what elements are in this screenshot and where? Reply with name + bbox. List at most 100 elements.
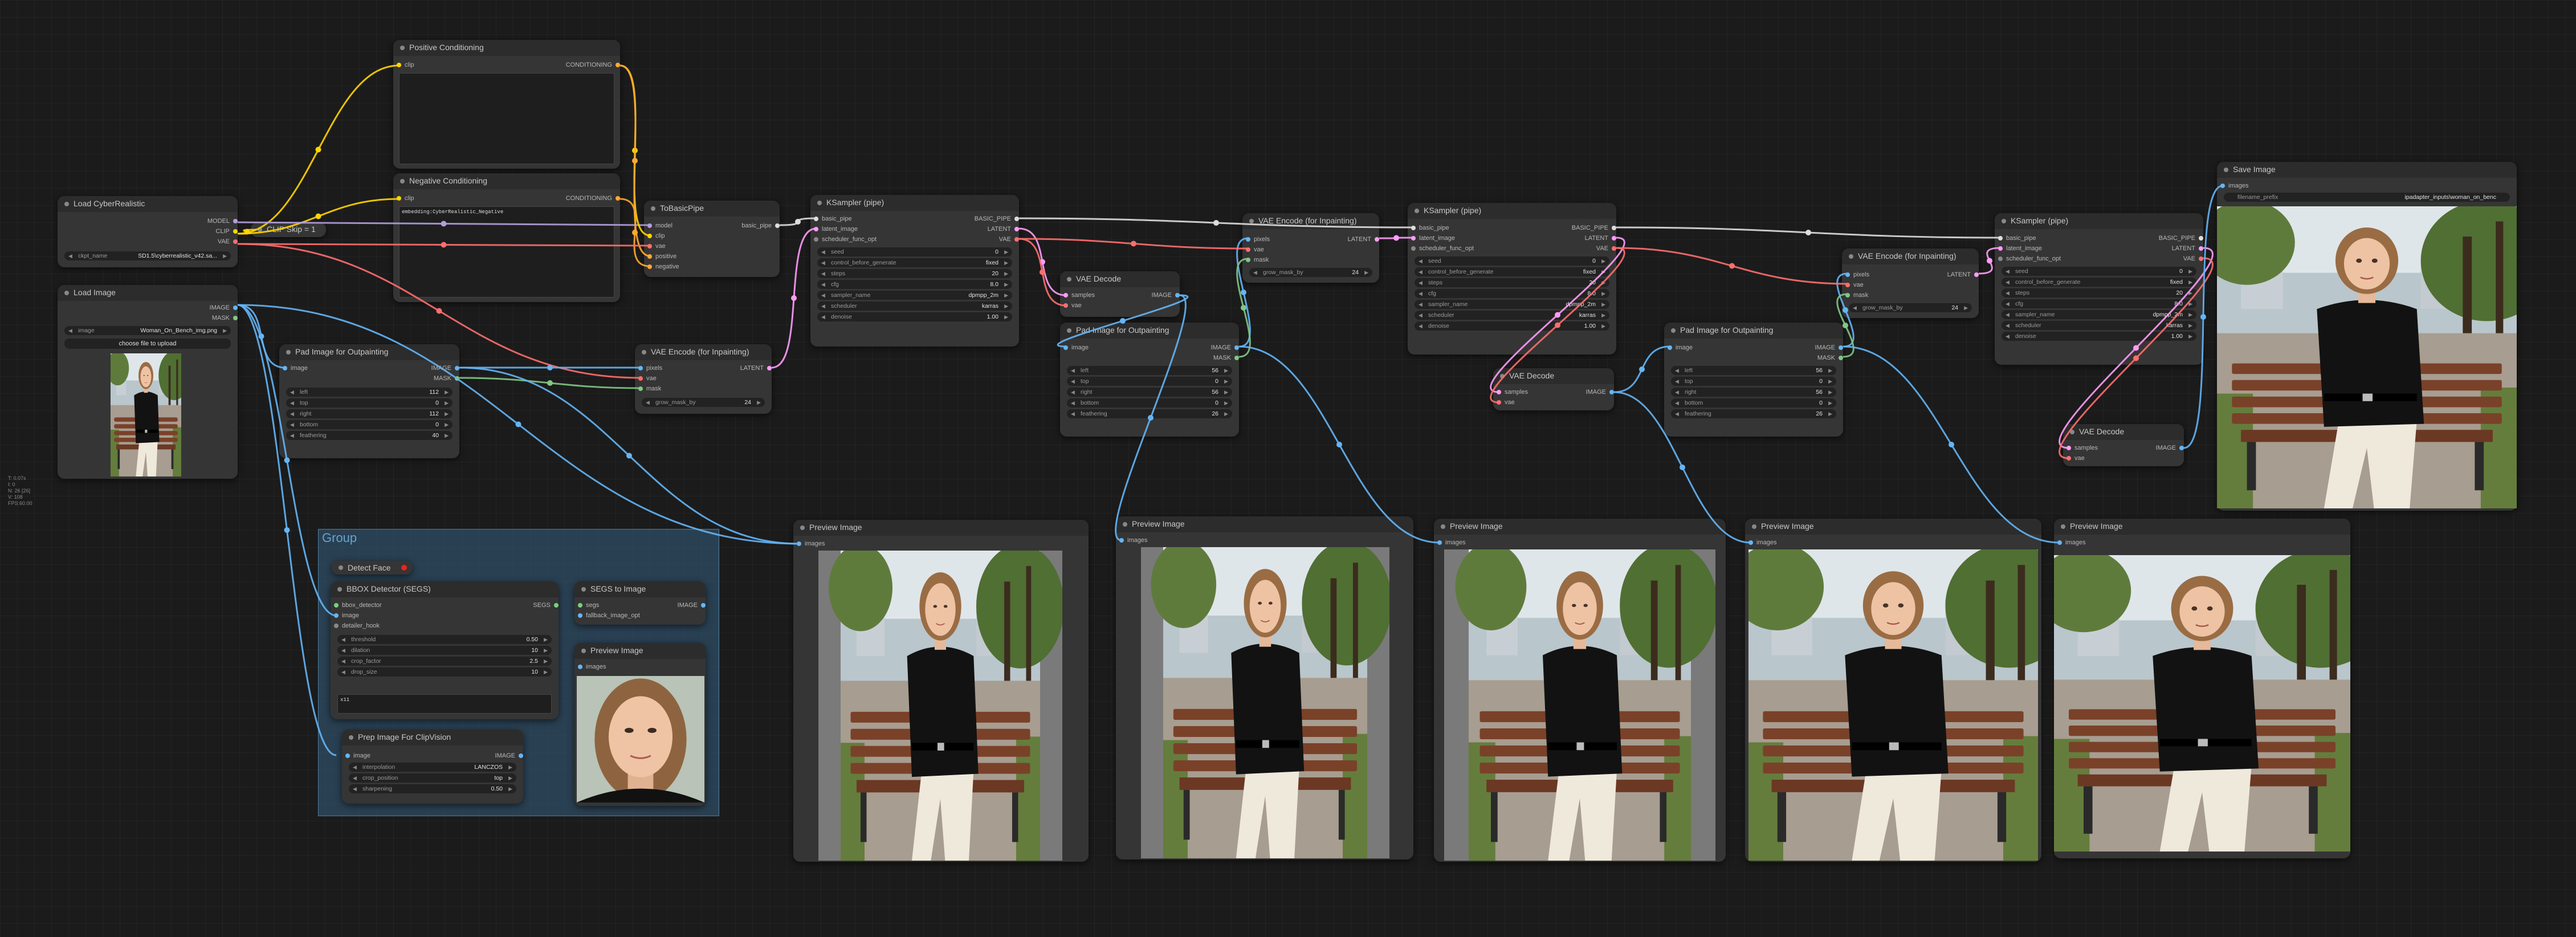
collapse-dot[interactable] xyxy=(2224,168,2228,172)
collapse-dot[interactable] xyxy=(339,565,343,570)
pad-image-node-1[interactable]: Pad Image for Outpainting image IMAGE MA… xyxy=(279,344,460,458)
output-image[interactable]: IMAGE xyxy=(495,752,524,759)
collapse-dot[interactable] xyxy=(817,201,822,205)
output-mask[interactable]: MASK xyxy=(1817,355,1844,361)
input-latent-image[interactable]: latent_image xyxy=(1411,235,1455,242)
output-conditioning[interactable]: CONDITIONING xyxy=(566,195,621,202)
output-image[interactable]: IMAGE xyxy=(1211,344,1240,351)
input-samples[interactable]: samples xyxy=(2066,445,2098,451)
vae-encode-inpaint-node-2[interactable]: VAE Encode (for Inpainting) pixels vae m… xyxy=(1242,213,1380,283)
collapse-dot[interactable] xyxy=(651,206,655,211)
collapse-dot[interactable] xyxy=(286,350,291,355)
prep-image-clipvision-node[interactable]: Prep Image For ClipVision image IMAGE in… xyxy=(342,730,524,804)
collapse-dot[interactable] xyxy=(1752,524,1756,529)
vae-encode-inpaint-node-3[interactable]: VAE Encode (for Inpainting) pixels vae m… xyxy=(1842,248,1979,318)
input-clip[interactable]: clip xyxy=(397,62,414,68)
ksampler-pipe-node-2[interactable]: KSampler (pipe) basic_pipe latent_image … xyxy=(1408,203,1617,355)
output-image[interactable]: IMAGE xyxy=(678,602,706,609)
output-latent[interactable]: LATENT xyxy=(1348,236,1380,243)
negative-prompt-textarea[interactable]: embedding:CyberRealistic_Negative xyxy=(399,206,614,298)
upload-button[interactable]: choose file to upload xyxy=(64,339,231,349)
input-images[interactable]: images xyxy=(797,540,825,547)
preview-image-face-node[interactable]: Preview Image images xyxy=(574,643,706,806)
input-latent-image[interactable]: latent_image xyxy=(1998,245,2042,252)
vae-encode-inpaint-node-1[interactable]: VAE Encode (for Inpainting) pixels vae m… xyxy=(635,344,772,414)
output-mask[interactable]: MASK xyxy=(212,315,238,321)
collapse-dot[interactable] xyxy=(349,735,353,740)
input-basic-pipe[interactable]: basic_pipe xyxy=(1411,225,1449,231)
input-images[interactable]: images xyxy=(1748,539,1776,546)
output-latent[interactable]: LATENT xyxy=(1585,235,1617,242)
load-checkpoint-node[interactable]: Load CyberRealistic MODEL CLIP VAE ckpt_… xyxy=(58,196,238,267)
input-model[interactable]: model xyxy=(647,222,672,229)
output-vae[interactable]: VAE xyxy=(218,238,238,245)
segs-to-image-node[interactable]: SEGS to Image segs fallback_image_opt IM… xyxy=(574,581,706,625)
output-mask[interactable]: MASK xyxy=(434,375,460,382)
input-scheduler-func[interactable]: scheduler_func_opt xyxy=(1998,255,2061,262)
input-mask[interactable]: mask xyxy=(638,385,661,392)
input-mask[interactable]: mask xyxy=(1246,256,1269,263)
output-image[interactable]: IMAGE xyxy=(1586,389,1615,396)
input-vae[interactable]: vae xyxy=(2066,455,2085,462)
ksampler-pipe-node-1[interactable]: KSampler (pipe) basic_pipe latent_image … xyxy=(810,195,1020,347)
input-vae[interactable]: vae xyxy=(1845,282,1864,288)
output-image[interactable]: IMAGE xyxy=(431,365,460,372)
output-vae[interactable]: VAE xyxy=(1596,245,1617,252)
collapse-dot[interactable] xyxy=(581,587,586,592)
vae-decode-node-3[interactable]: VAE Decode samples vae IMAGE xyxy=(2063,424,2184,466)
input-scheduler-func[interactable]: scheduler_func_opt xyxy=(1411,245,1474,252)
output-latent[interactable]: LATENT xyxy=(740,365,772,372)
input-samples[interactable]: samples xyxy=(1063,292,1095,299)
detect-face-node[interactable]: Detect Face xyxy=(332,561,413,575)
output-latent[interactable]: LATENT xyxy=(1947,271,1979,278)
input-pixels[interactable]: pixels xyxy=(1845,271,1869,278)
clip-skip-node[interactable]: CLIP Skip = 1 xyxy=(251,222,326,237)
input-detailer-hook[interactable]: detailer_hook xyxy=(334,622,380,629)
collapse-dot[interactable] xyxy=(1500,374,1505,378)
collapse-dot[interactable] xyxy=(1123,522,1127,527)
output-vae[interactable]: VAE xyxy=(2183,255,2204,262)
collapse-dot[interactable] xyxy=(1067,328,1071,333)
output-latent[interactable]: LATENT xyxy=(988,226,1020,233)
collapse-dot[interactable] xyxy=(1441,524,1445,529)
preview-image-node-3[interactable]: Preview Image images xyxy=(1434,519,1726,862)
output-basic-pipe[interactable]: BASIC_PIPE xyxy=(1572,225,1617,231)
collapse-dot[interactable] xyxy=(2002,219,2006,223)
pad-image-node-2[interactable]: Pad Image for Outpainting image IMAGE MA… xyxy=(1060,323,1240,437)
input-positive[interactable]: positive xyxy=(647,253,676,260)
input-clip[interactable]: clip xyxy=(397,195,414,202)
labels-textarea[interactable]: x11 xyxy=(337,694,552,714)
collapse-dot[interactable] xyxy=(642,350,646,355)
preview-image-node-4[interactable]: Preview Image images xyxy=(1745,519,2041,862)
input-images[interactable]: images xyxy=(2057,539,2085,546)
input-negative[interactable]: negative xyxy=(647,263,679,270)
pad-image-node-3[interactable]: Pad Image for Outpainting image IMAGE MA… xyxy=(1664,323,1844,437)
input-segs[interactable]: segs xyxy=(578,602,599,609)
